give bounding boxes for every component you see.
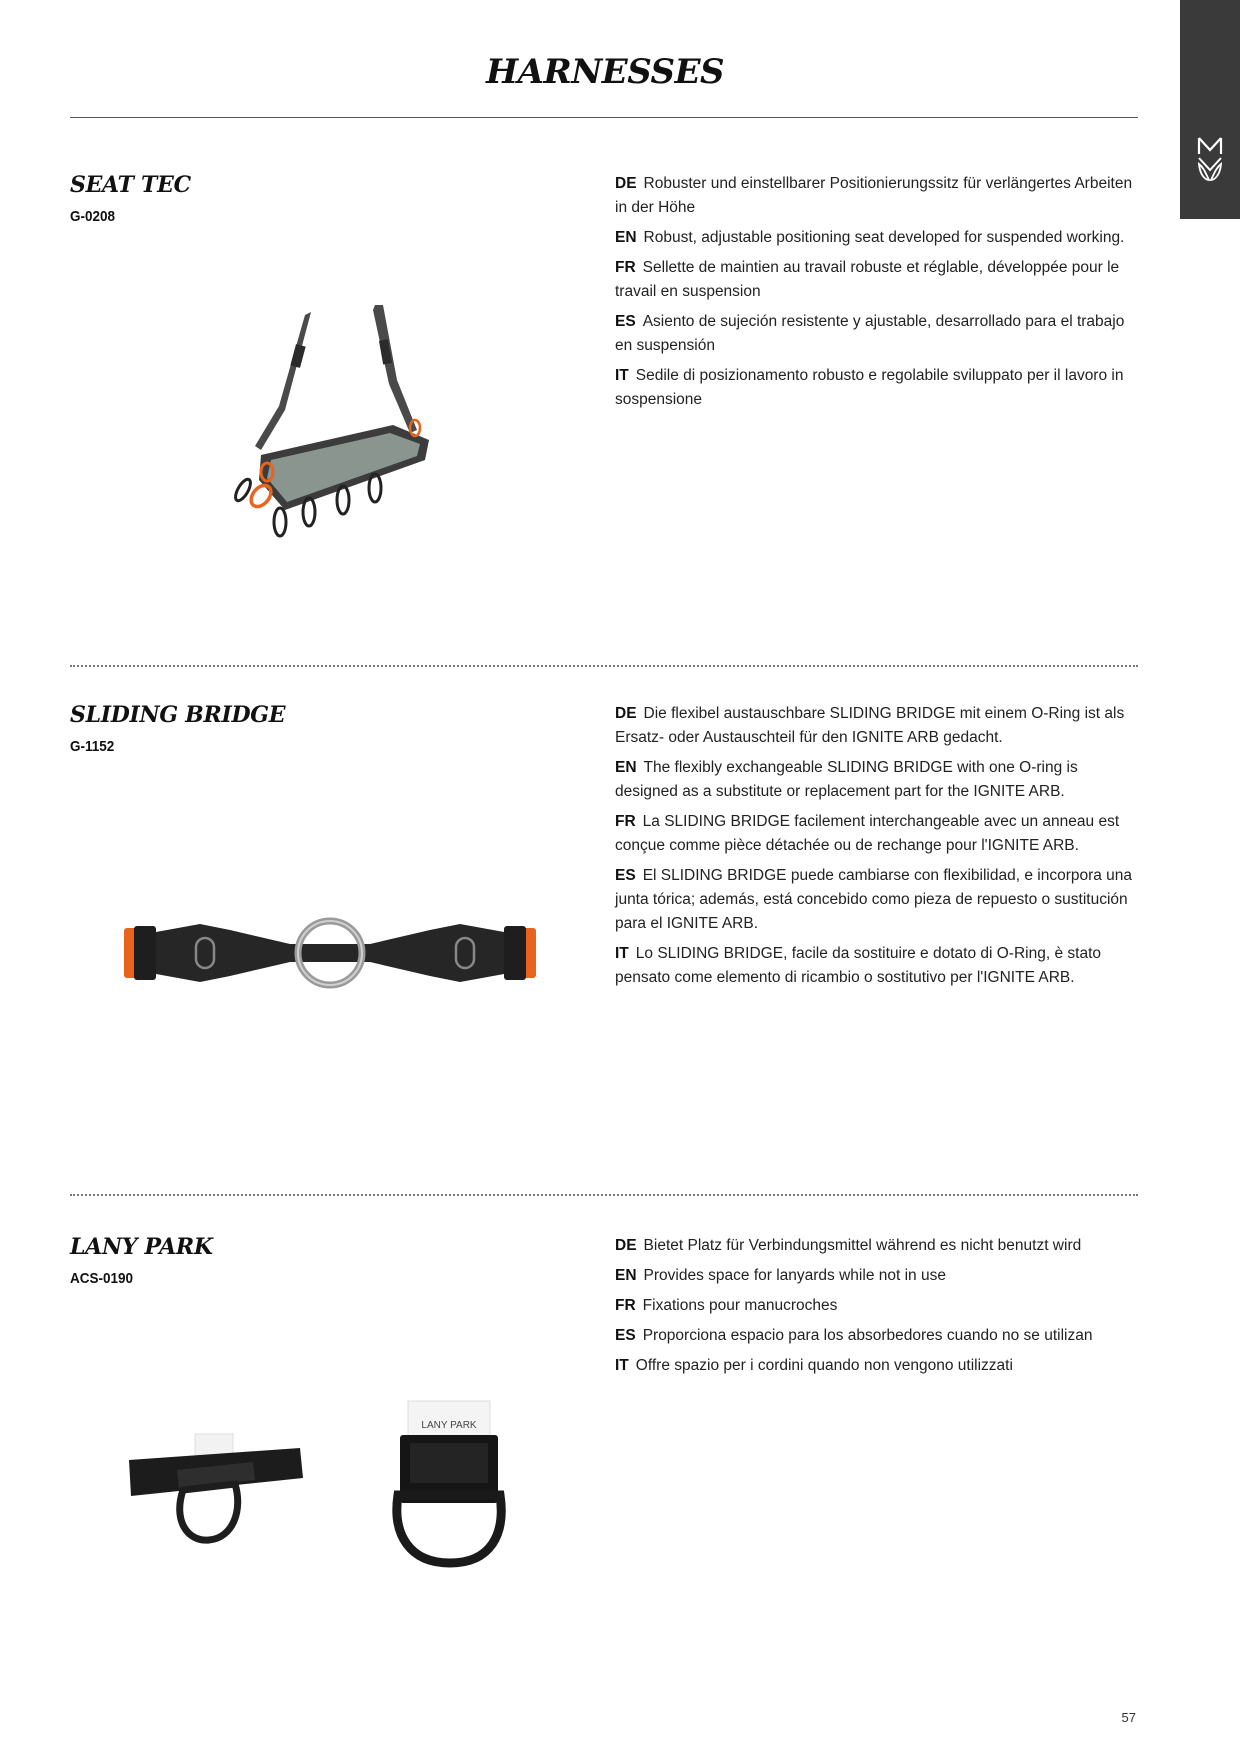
lang-code: ES: [615, 313, 636, 330]
description-en: EN Robust, adjustable positioning seat de…: [615, 226, 1140, 250]
lang-code: FR: [615, 1297, 636, 1314]
lang-code: FR: [615, 259, 636, 276]
description-text: Sellette de maintien au travail robuste …: [615, 259, 1120, 300]
section-divider: [70, 1194, 1138, 1196]
description-text: Robuster und einstellbarer Positionierun…: [615, 175, 1133, 216]
seat-tec-image: [234, 305, 429, 538]
side-tab: [1180, 0, 1240, 219]
description-es: ES Proporciona espacio para los absorbedo…: [615, 1324, 1140, 1348]
page-number: 57: [1121, 1710, 1136, 1725]
product-code: G-1152: [70, 738, 115, 755]
product-section-lany-park: LANY PARK ACS-0190 DE Bietet Platz für Ve…: [70, 1234, 1138, 1634]
product-name: SLIDING BRIDGE: [70, 702, 286, 728]
sliding-bridge-image: [124, 917, 536, 989]
description-fr: FR Fixations pour manucroches: [615, 1294, 1140, 1318]
product-code: G-0208: [70, 208, 116, 225]
lang-code: IT: [615, 1357, 629, 1374]
description-it: IT Offre spazio per i cordini quando non …: [615, 1354, 1140, 1378]
product-code: ACS-0190: [70, 1270, 134, 1287]
product-label-text: LANY PARK: [421, 1420, 477, 1431]
brand-logo-icon: [1197, 137, 1223, 181]
lang-code: IT: [615, 367, 629, 384]
description-en: EN Provides space for lanyards while not …: [615, 1264, 1140, 1288]
page-title: HARNESSES: [485, 52, 725, 92]
lang-code: EN: [615, 1267, 637, 1284]
description-text: Die flexibel austauschbare SLIDING BRIDG…: [615, 705, 1125, 746]
description-list: DE Bietet Platz für Verbindungsmittel wäh…: [615, 1234, 1140, 1384]
lany-park-image-upright: LANY PARK: [392, 1400, 506, 1568]
description-text: Sedile di posizionamento robusto e regol…: [615, 367, 1124, 408]
description-text: Offre spazio per i cordini quando non ve…: [635, 1357, 1013, 1374]
lany-park-image-flat: [129, 1433, 303, 1544]
section-divider: [70, 665, 1138, 667]
title-divider: [70, 117, 1138, 118]
description-text: Fixations pour manucroches: [642, 1297, 838, 1314]
product-name: SEAT TEC: [70, 172, 191, 198]
lang-code: FR: [615, 813, 636, 830]
lang-code: DE: [615, 1237, 637, 1254]
product-name: LANY PARK: [70, 1234, 213, 1260]
description-text: El SLIDING BRIDGE puede cambiarse con fl…: [615, 867, 1133, 932]
description-text: Provides space for lanyards while not in…: [643, 1267, 946, 1284]
lang-code: DE: [615, 705, 637, 722]
description-text: Asiento de sujeción resistente y ajustab…: [615, 313, 1125, 354]
lang-code: ES: [615, 867, 636, 884]
lang-code: DE: [615, 175, 637, 192]
description-de: DE Bietet Platz für Verbindungsmittel wäh…: [615, 1234, 1140, 1258]
description-text: Robust, adjustable positioning seat deve…: [643, 229, 1125, 246]
description-text: The flexibly exchangeable SLIDING BRIDGE…: [615, 759, 1078, 800]
lang-code: EN: [615, 759, 637, 776]
description-text: La SLIDING BRIDGE facilement interchange…: [615, 813, 1120, 854]
lang-code: IT: [615, 945, 629, 962]
description-text: Bietet Platz für Verbindungsmittel währe…: [643, 1237, 1082, 1254]
lang-code: ES: [615, 1327, 636, 1344]
description-text: Proporciona espacio para los absorbedore…: [642, 1327, 1093, 1344]
lang-code: EN: [615, 229, 637, 246]
description-text: Lo SLIDING BRIDGE, facile da sostituire …: [615, 945, 1101, 986]
